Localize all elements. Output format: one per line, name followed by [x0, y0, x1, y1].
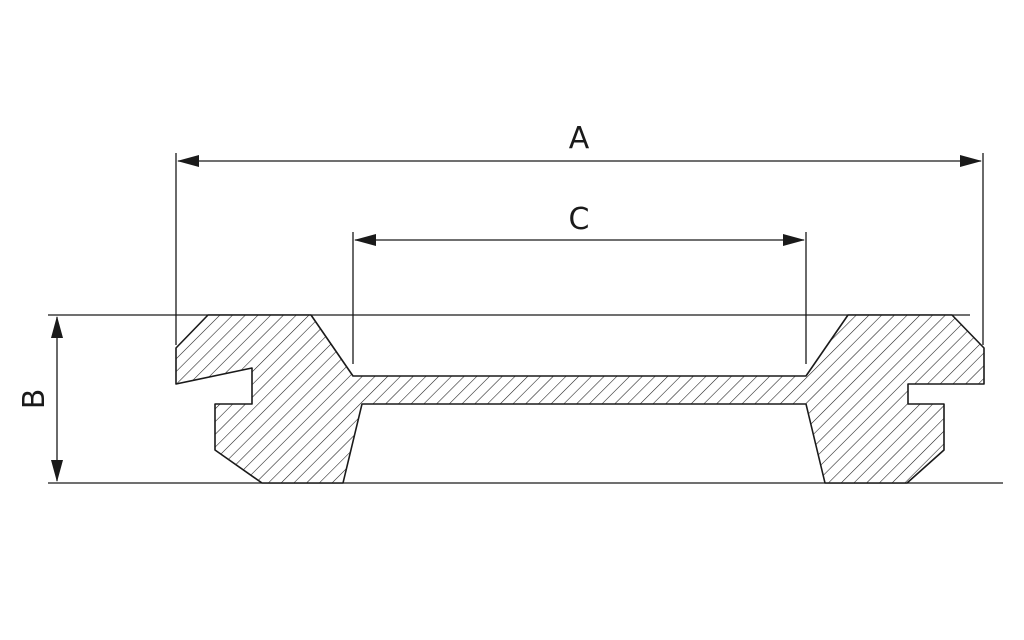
dimension-label-b: B	[17, 389, 52, 410]
grommet-cross-section	[175, 314, 985, 484]
dimension-c: C	[354, 202, 805, 246]
dimension-b: B	[17, 316, 63, 482]
arrowhead-c-right	[783, 234, 805, 246]
dimension-label-c: C	[569, 202, 590, 237]
dimension-label-a: A	[569, 121, 590, 156]
arrowhead-a-left	[177, 155, 199, 167]
arrowhead-b-top	[51, 316, 63, 338]
arrowhead-b-bottom	[51, 460, 63, 482]
arrowhead-c-left	[354, 234, 376, 246]
arrowhead-a-right	[960, 155, 982, 167]
dimension-a: A	[177, 121, 982, 167]
